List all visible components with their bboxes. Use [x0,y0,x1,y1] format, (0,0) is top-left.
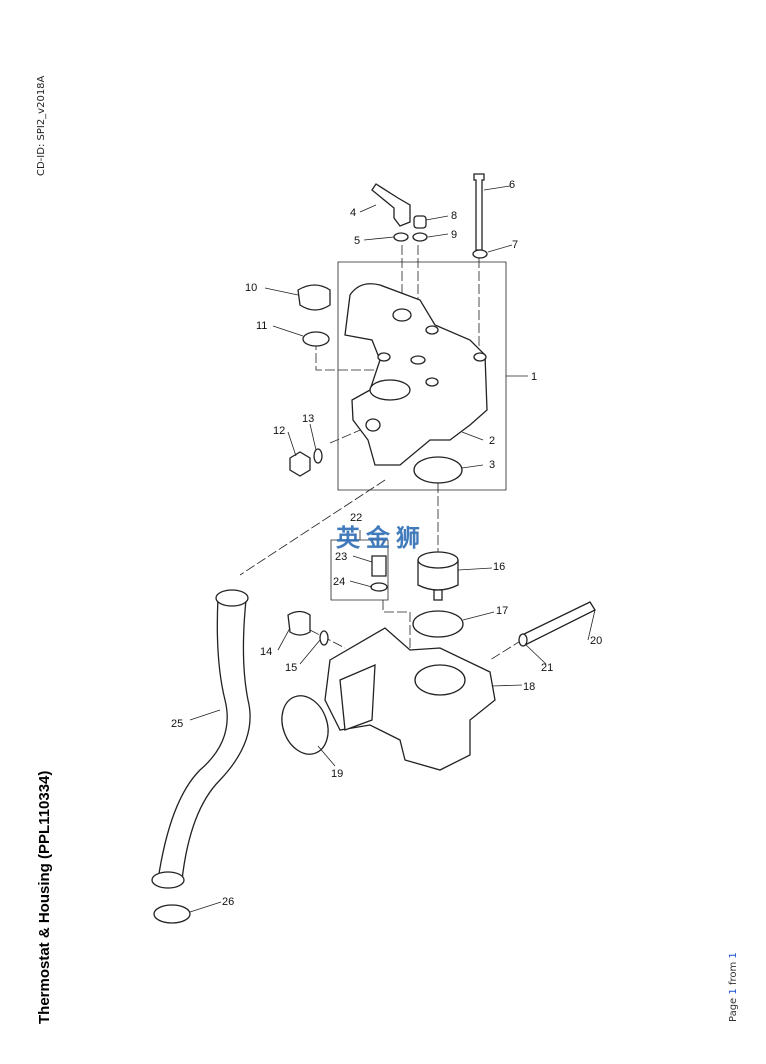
label-2: 2 [489,435,495,447]
part-23-valve [371,555,387,577]
part-12-plug [289,451,311,477]
label-1: 1 [531,371,537,383]
part-26-seal [153,904,191,924]
label-4: 4 [350,207,356,219]
part-14-plug [287,610,311,636]
part-7-washer [472,249,488,259]
label-21: 21 [541,662,553,674]
part-25-hose [157,597,251,881]
part-3-o-ring [413,456,463,484]
label-22: 22 [350,512,362,524]
label-9: 9 [451,229,457,241]
assembly-box-1 [337,261,507,491]
part-9-seal [412,232,428,242]
label-14: 14 [260,646,272,658]
label-12: 12 [273,425,285,437]
label-6: 6 [509,179,515,191]
part-6-bolt [473,173,485,251]
label-13: 13 [302,413,314,425]
part-19-gasket [281,695,329,755]
part-15-seal [319,630,329,646]
part-8-plug [413,215,427,229]
part-13-seal [313,448,323,464]
part-20-bolt [519,601,596,646]
label-26: 26 [222,896,234,908]
label-17: 17 [496,605,508,617]
label-11: 11 [256,320,267,332]
assembly-box-22 [330,539,389,601]
part-5-seal [393,232,409,242]
label-20: 20 [590,635,602,647]
label-7: 7 [512,239,518,251]
label-3: 3 [489,459,495,471]
label-15: 15 [285,662,297,674]
label-19: 19 [331,768,343,780]
label-18: 18 [523,681,535,693]
label-16: 16 [493,561,505,573]
label-8: 8 [451,210,457,222]
part-10-plug [297,284,331,311]
part-17-o-ring [412,610,464,638]
part-11-o-ring [302,331,330,347]
label-25: 25 [171,718,183,730]
label-24: 24 [333,576,345,588]
label-10: 10 [245,282,257,294]
label-5: 5 [354,235,360,247]
part-24-o-ring [370,582,388,592]
watermark: 英金狮 [336,524,426,552]
part-2-housing [344,283,488,466]
label-23: 23 [335,551,347,563]
part-21-washer [518,633,528,647]
part-4-elbow [371,183,411,227]
part-18-housing [324,627,496,771]
